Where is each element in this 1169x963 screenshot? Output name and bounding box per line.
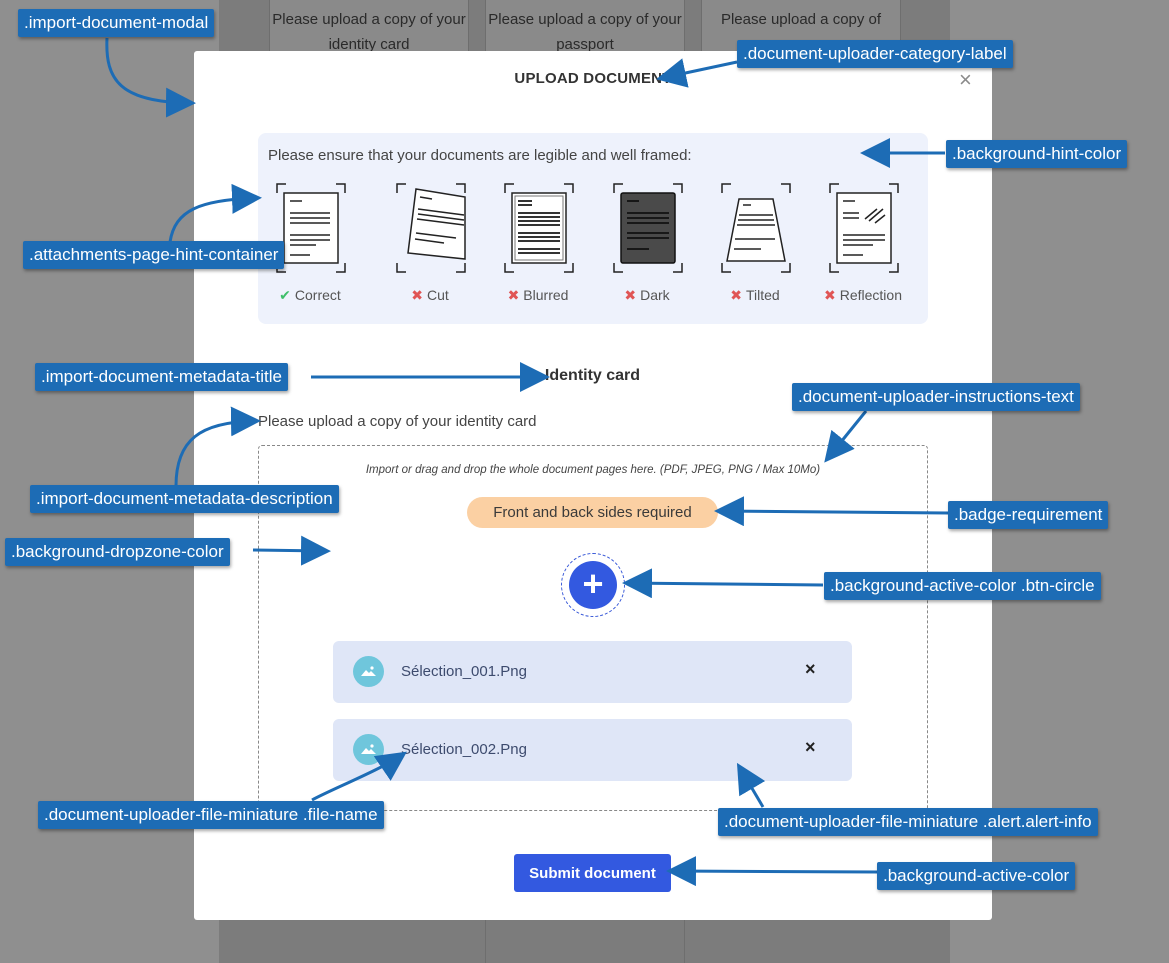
document-blurred-icon xyxy=(504,183,574,273)
hint-label-tilted: ✖Tilted xyxy=(730,287,780,303)
hint-text: Please ensure that your documents are le… xyxy=(268,147,692,164)
hint-label-dark: ✖Dark xyxy=(624,287,670,303)
document-correct-icon xyxy=(276,183,346,273)
annotation-label: .import-document-metadata-description xyxy=(30,485,339,513)
metadata-description: Please upload a copy of your identity ca… xyxy=(258,413,537,430)
cross-icon: ✖ xyxy=(507,287,520,303)
annotation-label: .document-uploader-file-miniature .alert… xyxy=(718,808,1098,836)
background-divider xyxy=(684,900,685,963)
annotation-label: .attachments-page-hint-container xyxy=(23,241,285,269)
document-cut-icon xyxy=(396,183,466,273)
check-icon: ✔ xyxy=(279,287,291,303)
hint-label-reflection: ✖Reflection xyxy=(824,287,902,303)
hint-item-blurred: ✖Blurred xyxy=(488,183,588,303)
annotation-label: .background-hint-color xyxy=(946,140,1128,168)
remove-file-icon[interactable]: × xyxy=(805,659,816,679)
annotation-label: .background-active-color xyxy=(877,862,1076,890)
hint-label-correct: ✔Correct xyxy=(279,287,341,303)
hint-item-cut: ✖Cut xyxy=(380,183,480,303)
background-divider xyxy=(485,900,486,963)
annotation-label: .document-uploader-instructions-text xyxy=(792,383,1080,411)
instructions-text: Import or drag and drop the whole docume… xyxy=(365,464,821,476)
file-name: Sélection_002.Png xyxy=(401,741,527,758)
cross-icon: ✖ xyxy=(411,287,423,303)
metadata-title: Identity card xyxy=(544,367,641,384)
cross-icon: ✖ xyxy=(824,287,836,303)
file-name: Sélection_001.Png xyxy=(401,663,527,680)
background-card-passport: Please upload a copy of your passport xyxy=(485,0,685,60)
cross-icon: ✖ xyxy=(730,287,742,303)
image-icon xyxy=(353,656,384,687)
hint-label-cut: ✖Cut xyxy=(411,287,449,303)
annotation-label: .background-active-color .btn-circle xyxy=(824,572,1101,600)
modal-title: UPLOAD DOCUMENT xyxy=(514,70,672,87)
hint-label-blurred: ✖Blurred xyxy=(507,287,569,303)
close-icon[interactable]: × xyxy=(959,67,972,92)
annotation-label: .import-document-metadata-title xyxy=(35,363,288,391)
annotation-label: .import-document-modal xyxy=(18,9,215,37)
document-dark-icon xyxy=(613,183,683,273)
document-tilted-icon xyxy=(721,183,791,273)
background-card-identity: Please upload a copy of your identity ca… xyxy=(269,0,469,60)
annotation-label: .document-uploader-category-label xyxy=(737,40,1013,68)
add-file-ring: + xyxy=(561,553,625,617)
add-file-button[interactable]: + xyxy=(569,561,617,609)
document-reflection-icon xyxy=(829,183,899,273)
annotation-label: .document-uploader-file-miniature .file-… xyxy=(38,801,384,829)
import-document-modal: UPLOAD DOCUMENT × Please ensure that you… xyxy=(194,51,992,920)
annotation-label: .background-dropzone-color xyxy=(5,538,230,566)
submit-document-button[interactable]: Submit document xyxy=(514,854,671,892)
remove-file-icon[interactable]: × xyxy=(805,737,816,757)
file-miniature: Sélection_001.Png × xyxy=(333,641,852,703)
hint-container: Please ensure that your documents are le… xyxy=(258,133,928,324)
hint-item-correct: ✔Correct xyxy=(260,183,360,303)
hint-item-reflection: ✖Reflection xyxy=(813,183,913,303)
cross-icon: ✖ xyxy=(624,287,637,303)
hint-item-dark: ✖Dark xyxy=(597,183,697,303)
dropzone[interactable]: Import or drag and drop the whole docume… xyxy=(258,445,928,811)
hint-item-tilted: ✖Tilted xyxy=(705,183,805,303)
annotation-label: .badge-requirement xyxy=(948,501,1109,529)
requirement-badge: Front and back sides required xyxy=(467,497,718,528)
